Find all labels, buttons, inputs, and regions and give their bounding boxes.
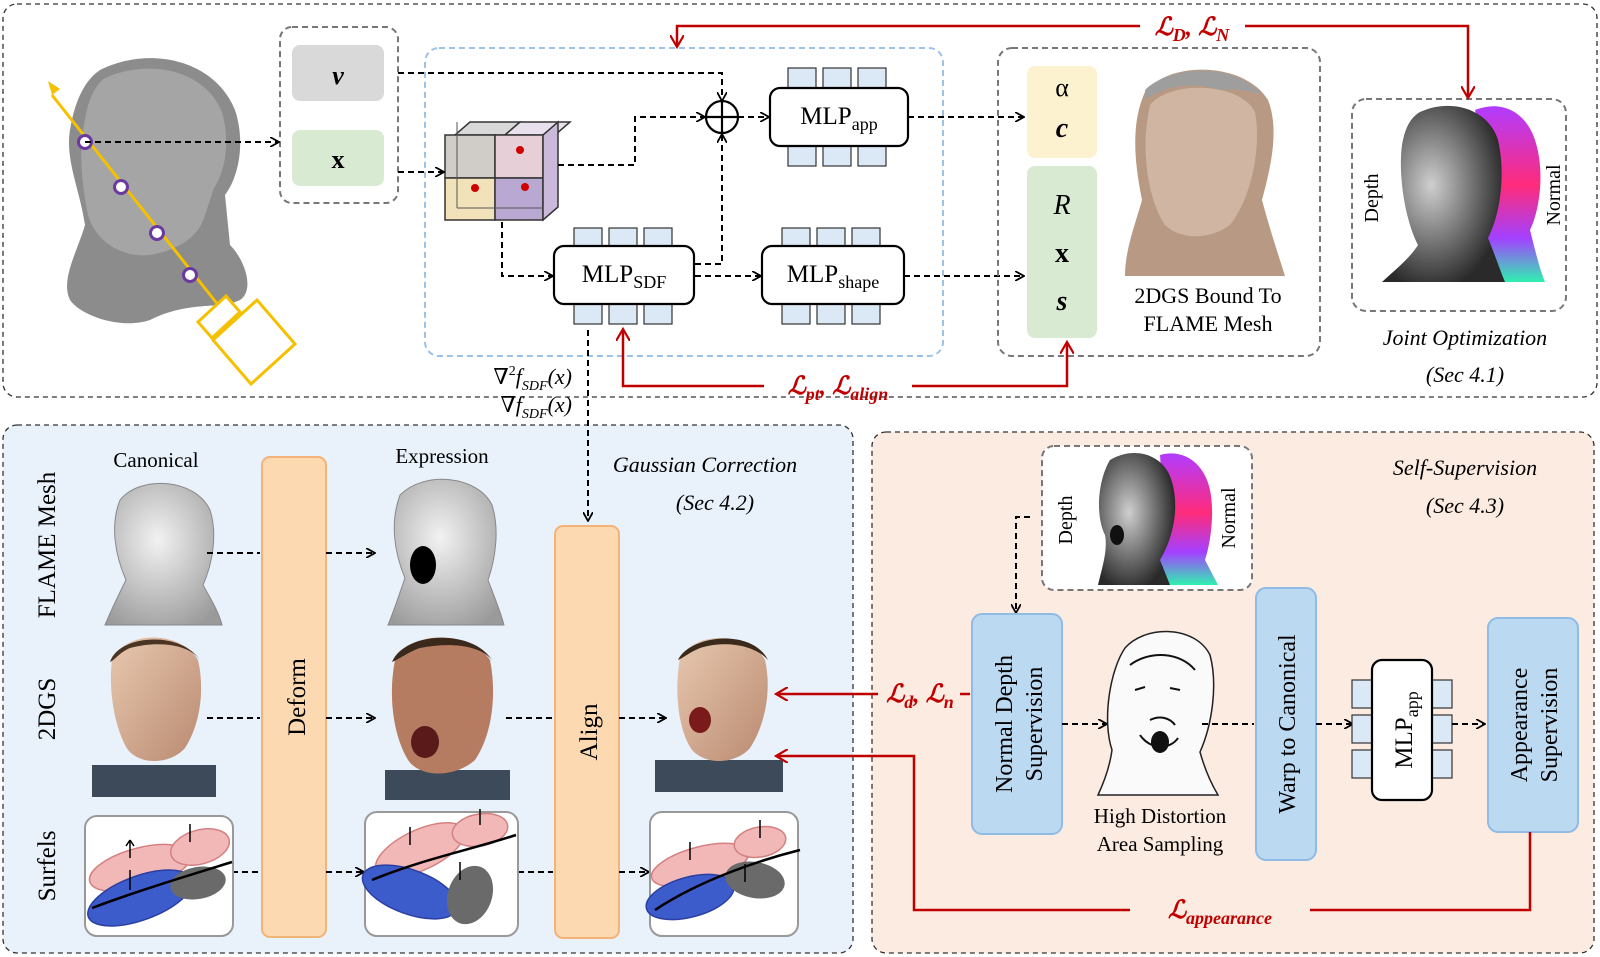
top-panel xyxy=(2,3,1598,398)
loss-appearance-arrow xyxy=(777,756,1532,912)
row-2dgs-label: 2DGS xyxy=(34,678,61,741)
deform-bar xyxy=(261,456,327,938)
normal-depth-line2: Supervision xyxy=(1022,667,1048,782)
bound-face-image xyxy=(1125,69,1285,276)
mlp-app-v-sub: app xyxy=(1402,691,1422,717)
mlp-app-sub: app xyxy=(852,114,878,134)
svg-text:MLPshape: MLPshape xyxy=(787,261,879,292)
warp-to-canonical-label: Warp to Canonical xyxy=(1275,634,1301,814)
mlp-shape-block: MLPshape xyxy=(760,227,906,325)
loss-pt-arrow-right xyxy=(912,343,1067,388)
surfels-canonical-image xyxy=(84,815,234,937)
output-R: R xyxy=(1052,190,1070,221)
geometry-output-box xyxy=(1027,166,1097,338)
camera-ray xyxy=(48,81,298,387)
svg-text:MLPapp: MLPapp xyxy=(1391,691,1422,768)
right-normal-label: Normal xyxy=(1218,487,1240,549)
gaussian-correction-title: Gaussian Correction xyxy=(613,452,797,477)
loss-pt-align: ℒpt, ℒalign xyxy=(788,373,889,404)
mlp-app-base: MLP xyxy=(800,103,851,130)
flame-canonical-image xyxy=(104,482,223,626)
mlp-app-v-base: MLP xyxy=(1391,717,1418,768)
mlp-app-block: MLPapp xyxy=(768,67,910,167)
2dgs-aligned-image xyxy=(655,637,783,792)
depth-normal-image xyxy=(1382,105,1545,282)
high-distortion-line1: High Distortion xyxy=(1094,804,1227,828)
input-x-box xyxy=(292,130,384,186)
top-normal-label: Normal xyxy=(1543,164,1565,226)
bound-caption-line1: 2DGS Bound To xyxy=(1134,283,1281,308)
output-s: s xyxy=(1056,286,1068,317)
2dgs-expression-image xyxy=(385,637,510,800)
mlp-shape-sub: shape xyxy=(838,272,879,292)
joint-optimization-box xyxy=(1351,98,1567,312)
grad1-sdf-label: ∇fSDF(x) xyxy=(500,392,572,422)
concat-plus-icon xyxy=(704,99,740,135)
input-gray-head-image xyxy=(67,58,248,324)
bound-caption-line2: FLAME Mesh xyxy=(1144,311,1273,336)
svg-text:MLPSDF: MLPSDF xyxy=(582,261,666,292)
joint-optimization-sec: (Sec 4.1) xyxy=(1426,362,1504,387)
output-alpha: α xyxy=(1055,73,1069,102)
deform-label: Deform xyxy=(284,658,311,736)
top-depth-label: Depth xyxy=(1361,174,1383,223)
output-x: x xyxy=(1055,238,1069,269)
col-canonical-label: Canonical xyxy=(113,448,198,472)
loss-depth-normal-bottom: ℒd, ℒn xyxy=(886,681,954,712)
mlp-sdf-base: MLP xyxy=(582,261,633,288)
surfels-aligned-image xyxy=(645,811,801,937)
align-bar xyxy=(554,525,620,939)
align-label: Align xyxy=(576,703,603,760)
mlp-sdf-block: MLPSDF xyxy=(552,227,696,325)
self-supervision-sec: (Sec 4.3) xyxy=(1426,493,1504,518)
right-depth-label: Depth xyxy=(1055,496,1077,545)
input-x-label: x xyxy=(332,145,345,174)
appearance-supervision-box xyxy=(1487,617,1579,833)
grad2-sdf-label: ∇2fSDF(x) xyxy=(493,364,572,394)
input-v-label: v xyxy=(332,61,344,90)
col-expression-label: Expression xyxy=(395,444,489,468)
output-box xyxy=(997,47,1321,357)
predicted-depth-normal-image xyxy=(1098,453,1218,585)
arrow-grid-to-mlp-sdf xyxy=(501,222,552,276)
loss-top-arrow-right xyxy=(1245,24,1468,97)
gaussian-correction-sec: (Sec 4.2) xyxy=(676,490,754,515)
camera-icon xyxy=(195,293,298,387)
input-group-box xyxy=(279,26,399,204)
appearance-line2: Supervision xyxy=(1537,668,1563,783)
arrow-grid-to-concat xyxy=(558,117,704,166)
row-flame-label: FLAME Mesh xyxy=(34,471,61,618)
ray-sample-point xyxy=(113,179,129,195)
feature-grid-cube xyxy=(444,120,573,222)
row-surfels-label: Surfels xyxy=(34,831,61,902)
appearance-line1: Appearance xyxy=(1507,668,1533,783)
arrow-sdf-to-concat xyxy=(695,135,722,265)
input-v-box xyxy=(292,45,384,101)
flame-expression-image xyxy=(387,478,505,626)
ray-sample-point xyxy=(149,225,165,241)
distortion-map-image xyxy=(1096,630,1220,796)
arrow-v-to-concat xyxy=(398,72,722,100)
high-distortion-line2: Area Sampling xyxy=(1097,832,1224,856)
mlp-shape-base: MLP xyxy=(787,261,838,288)
arrow-depth-to-supervision xyxy=(1016,516,1030,612)
surfels-expression-image xyxy=(361,809,519,937)
loss-appearance: ℒappearance xyxy=(1168,897,1272,928)
self-supervision-title: Self-Supervision xyxy=(1393,455,1537,480)
ray-sample-point xyxy=(182,267,198,283)
output-c: c xyxy=(1056,113,1069,144)
network-box xyxy=(424,47,944,357)
loss-top-arrow-left xyxy=(677,24,1140,46)
svg-text:MLPapp: MLPapp xyxy=(800,103,877,134)
loss-depth-normal-top: ℒD, ℒN xyxy=(1155,14,1231,45)
joint-optimization-title: Joint Optimization xyxy=(1383,325,1547,350)
appearance-output-box xyxy=(1027,66,1097,158)
normal-depth-line1: Normal Depth xyxy=(992,655,1018,793)
mlp-app-vertical-block: MLPapp xyxy=(1351,658,1453,802)
loss-pt-arrow-left xyxy=(623,330,764,388)
2dgs-canonical-image xyxy=(92,637,216,797)
mlp-sdf-sub: SDF xyxy=(633,272,666,292)
